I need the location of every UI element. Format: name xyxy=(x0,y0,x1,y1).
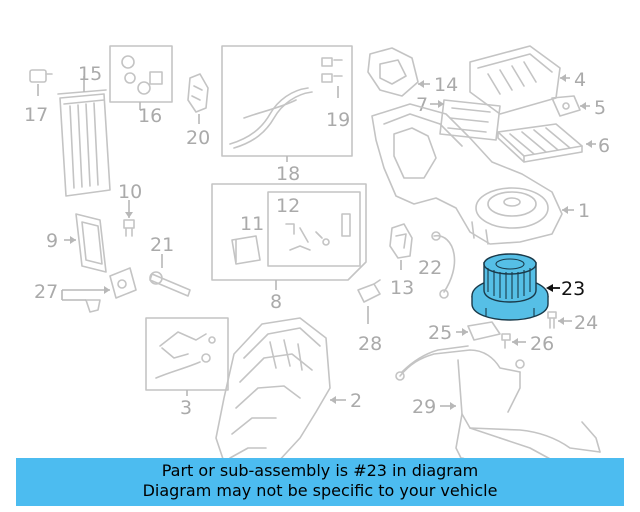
callout-9: 9 xyxy=(46,230,58,252)
part-21-sensor xyxy=(149,254,191,297)
callout-8: 8 xyxy=(270,291,282,313)
part-5-actuator xyxy=(551,95,590,117)
part-17-clip xyxy=(29,69,53,96)
callout-1: 1 xyxy=(578,200,590,222)
part-16-seal-kit xyxy=(109,45,173,110)
part-9-panel xyxy=(64,213,107,273)
callout-14: 14 xyxy=(434,74,458,96)
callout-20: 20 xyxy=(186,127,210,149)
part-15-heater-core xyxy=(57,76,111,197)
part-23-blower-motor xyxy=(471,253,560,321)
banner-line-2: Diagram may not be specific to your vehi… xyxy=(142,481,498,500)
part-29-wiring-harness xyxy=(395,345,601,467)
banner-line-1: Part or sub-assembly is #23 in diagram xyxy=(161,461,479,480)
callout-28: 28 xyxy=(358,333,382,355)
callout-26: 26 xyxy=(530,333,554,355)
part-8-kit xyxy=(211,183,367,290)
callout-23: 23 xyxy=(561,278,585,300)
part-20-bracket xyxy=(187,73,209,124)
part-1-housing xyxy=(371,103,574,245)
info-banner: Part or sub-assembly is #23 in diagram D… xyxy=(16,458,624,506)
callout-5: 5 xyxy=(594,97,606,119)
callout-29: 29 xyxy=(412,396,436,418)
part-26-screw xyxy=(501,333,526,349)
part-7-gasket xyxy=(430,99,501,141)
part-25-resistor xyxy=(456,321,501,341)
callout-17: 17 xyxy=(24,104,48,126)
part-6-cabin-filter xyxy=(497,123,596,163)
part-28-clip xyxy=(357,279,381,324)
callout-13: 13 xyxy=(390,277,414,299)
callout-22: 22 xyxy=(418,257,442,279)
callout-11: 11 xyxy=(240,213,264,235)
callout-25: 25 xyxy=(428,322,452,344)
callout-18: 18 xyxy=(276,163,300,185)
part-13-bracket xyxy=(389,223,413,270)
callout-3: 3 xyxy=(180,397,192,419)
callout-10: 10 xyxy=(118,181,142,203)
part-22-hose xyxy=(431,231,456,299)
callout-24: 24 xyxy=(574,312,598,334)
part-14-seal xyxy=(367,47,430,97)
part-2-hvac-case xyxy=(215,317,346,475)
callout-4: 4 xyxy=(574,69,586,91)
callout-2: 2 xyxy=(350,390,362,412)
part-3-linkage xyxy=(145,317,229,396)
callout-7: 7 xyxy=(416,94,428,116)
callout-21: 21 xyxy=(150,234,174,256)
part-24-screw xyxy=(547,311,572,329)
callout-12: 12 xyxy=(276,195,300,217)
callout-19: 19 xyxy=(326,109,350,131)
part-18-pipe-kit xyxy=(221,45,353,162)
callout-6: 6 xyxy=(598,135,610,157)
callout-27: 27 xyxy=(34,281,58,303)
part-27-actuator xyxy=(61,267,137,313)
callout-16: 16 xyxy=(138,105,162,127)
callout-15: 15 xyxy=(78,63,102,85)
part-10-bolt xyxy=(123,200,135,237)
